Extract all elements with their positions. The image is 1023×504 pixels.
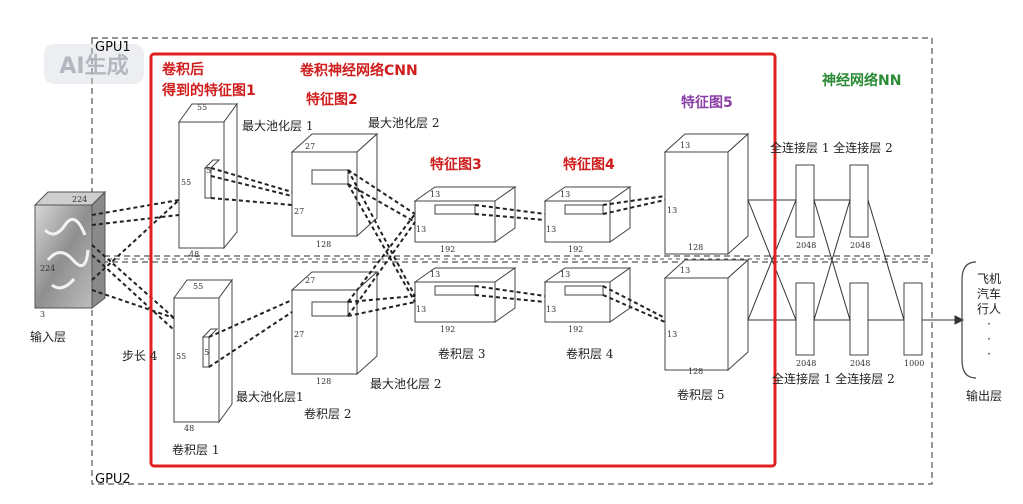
maxpool1-bottom-label: 最大池化层1 (236, 390, 304, 404)
dim-label: 27 (294, 207, 305, 216)
conv2-label: 卷积层 2 (304, 407, 352, 421)
conv2-bottom (290, 270, 379, 376)
dim-label: 13 (416, 305, 427, 314)
dim-label: 128 (316, 377, 332, 386)
input-layer-label: 输入层 (30, 330, 67, 344)
dim-label: 1000 (904, 359, 925, 368)
callout-fmap5: 特征图5 (681, 95, 733, 111)
dim-label: 48 (189, 250, 200, 259)
gpu1-label: GPU1 (95, 40, 131, 55)
conv4-top (543, 186, 632, 243)
dim-label: 224 (72, 195, 88, 204)
conv4-label: 卷积层 4 (566, 347, 614, 361)
dim-label: 27 (294, 330, 305, 339)
fc-top-label: 全连接层 1 全连接层 2 (770, 141, 893, 155)
gpu2-label: GPU2 (95, 472, 131, 487)
output-class: 飞机 (976, 272, 1001, 286)
output-class: 汽车 (976, 287, 1001, 301)
dim-label: 2048 (796, 241, 817, 250)
conv3-label: 卷积层 3 (438, 347, 486, 361)
dim-label: 13 (546, 225, 557, 234)
conv3-top (413, 186, 517, 243)
callout-conv-result-line2: 得到的特征图1 (162, 83, 256, 99)
conv4-bottom (543, 267, 632, 323)
maxpool1-top-label: 最大池化层 1 (242, 119, 314, 133)
dim-label: 13 (667, 330, 678, 339)
dim-label: 3 (40, 310, 46, 319)
conv5-bottom (663, 258, 750, 372)
dim-label: 128 (688, 243, 704, 252)
conv1-bottom (173, 278, 233, 424)
callout-conv-result-line1: 卷积后 (162, 62, 204, 78)
fc-bottom-label: 全连接层 1 全连接层 2 (772, 372, 895, 386)
conv-connections (91, 167, 666, 368)
output-ellipsis: · (987, 332, 991, 346)
output-layer-label: 输出层 (966, 389, 1003, 403)
gpu1-region (91, 37, 933, 257)
fc-connections (747, 199, 965, 325)
conv1-label: 卷积层 1 (172, 443, 220, 457)
watermark: AI生成 (44, 44, 144, 84)
dim-label: 192 (568, 325, 584, 334)
dim-label: 192 (440, 245, 456, 254)
output-ellipsis: · (987, 317, 991, 331)
dim-label: 55 (176, 352, 187, 361)
maxpool2-bottom-label: 最大池化层 2 (370, 377, 442, 391)
dim-label: 5 (204, 348, 210, 357)
dim-label: 2048 (850, 241, 871, 250)
maxpool2-top-label: 最大池化层 2 (368, 116, 440, 130)
dim-label: 13 (680, 141, 691, 150)
fc-units (795, 164, 923, 356)
dim-label: 13 (430, 190, 441, 199)
dim-label: 224 (40, 264, 56, 273)
dim-label: 2048 (850, 359, 871, 368)
dim-label: 5 (206, 166, 212, 175)
callout-fmap3: 特征图3 (430, 157, 482, 173)
dim-label: 13 (430, 270, 441, 279)
dim-label: 2048 (796, 359, 817, 368)
dim-label: 13 (546, 305, 557, 314)
dim-label: 55 (193, 282, 204, 291)
dim-label: 13 (560, 190, 571, 199)
dim-label: 192 (568, 245, 584, 254)
dim-label: 13 (416, 225, 427, 234)
conv5-top (663, 132, 750, 256)
dim-label: 128 (316, 240, 332, 249)
dim-label: 13 (680, 266, 691, 275)
gpu2-region (91, 261, 933, 485)
dim-label: 55 (181, 178, 192, 187)
output-classes: 飞机 汽车 行人 · · · (976, 272, 1002, 362)
cnn-title: 卷积神经网络CNN (300, 63, 418, 79)
dim-label: 48 (184, 424, 195, 433)
dim-label: 27 (305, 276, 316, 285)
dim-label: 192 (440, 325, 456, 334)
dim-label: 13 (667, 206, 678, 215)
output-ellipsis: · (987, 347, 991, 361)
output-bracket (961, 261, 977, 379)
dim-label: 55 (197, 103, 208, 112)
stride-label: 步长 4 (122, 349, 158, 363)
conv3-bottom (413, 267, 517, 323)
dim-label: 128 (688, 367, 704, 376)
callout-fmap2: 特征图2 (306, 92, 358, 108)
conv5-label: 卷积层 5 (677, 388, 725, 402)
nn-title: 神经网络NN (822, 73, 902, 89)
callout-fmap4: 特征图4 (563, 157, 615, 173)
conv1-top (178, 102, 238, 250)
dim-label: 13 (560, 270, 571, 279)
cnn-region (149, 52, 777, 468)
dim-label: 27 (305, 142, 316, 151)
output-class: 行人 (976, 302, 1001, 316)
